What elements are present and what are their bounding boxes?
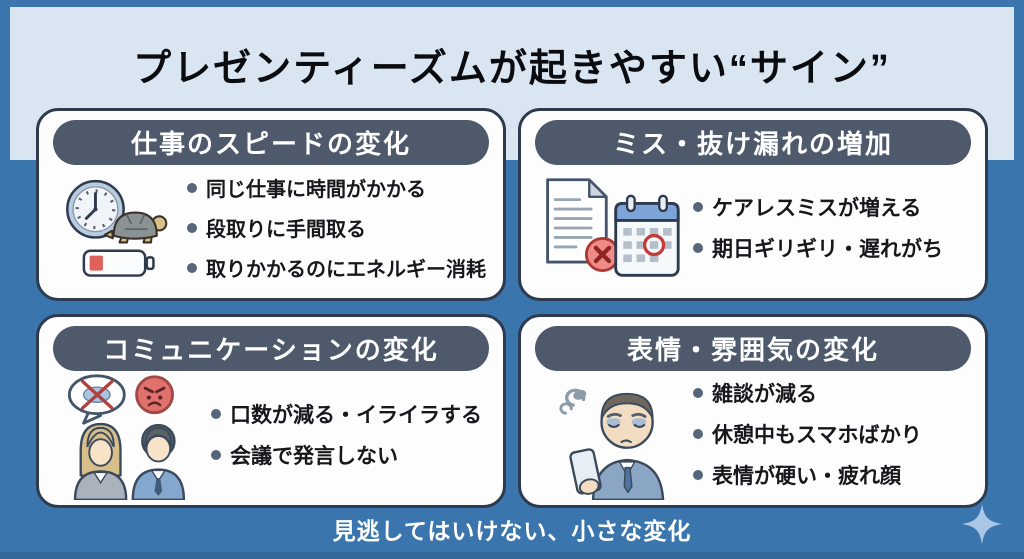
bullet-dot <box>693 388 703 398</box>
bullet-dot <box>693 429 703 439</box>
card-communication: コミュニケーションの変化 <box>36 314 506 508</box>
silent-people-icon <box>53 369 205 500</box>
bullet-list: 口数が減る・イライラする 会議で発言しない <box>205 399 482 470</box>
bullet-dot <box>693 470 703 480</box>
bullet-text: 雑談が減る <box>712 383 817 406</box>
bullet-text: 休憩中もスマホばかり <box>712 424 922 447</box>
bullet-text: 同じ仕事に時間がかかる <box>206 179 426 201</box>
bullet-item: 休憩中もスマホばかり <box>693 419 922 449</box>
bullet-text: 段取りに手間取る <box>206 219 366 241</box>
footer-caption: 見逃してはいけない、小さな変化 <box>332 518 692 544</box>
card-work-speed: 仕事のスピードの変化 <box>36 108 506 301</box>
bullet-text: 期日ギリギリ・遅れがち <box>712 238 943 261</box>
bullet-item: 会議で発言しない <box>211 440 482 470</box>
bullet-item: 同じ仕事に時間がかかる <box>187 173 486 202</box>
bullet-list: 雑談が減る 休憩中もスマホばかり 表情が硬い・疲れ顔 <box>687 378 922 490</box>
page-title: プレゼンティーズムが起きやすい“サイン” <box>133 48 891 90</box>
card-title-mistakes: ミス・抜け漏れの増加 <box>535 120 971 165</box>
bullet-text: 表情が硬い・疲れ顔 <box>712 465 901 488</box>
bullet-list: 同じ仕事に時間がかかる 段取りに手間取る 取りかかるのにエネルギー消耗 <box>181 173 486 282</box>
bullet-item: ケアレスミスが増える <box>693 192 943 222</box>
bullet-item: 表情が硬い・疲れ顔 <box>693 460 922 490</box>
bullet-dot <box>187 182 197 193</box>
sparkle-icon <box>960 502 1004 551</box>
bullet-item: 段取りに手間取る <box>187 213 486 242</box>
bullet-text: 会議で発言しない <box>230 444 398 468</box>
bullet-dot <box>693 243 703 253</box>
document-error-calendar-icon <box>535 175 687 281</box>
bullet-text: 取りかかるのにエネルギー消耗 <box>206 259 486 281</box>
bullet-dot <box>211 408 221 419</box>
bullet-item: 雑談が減る <box>693 378 922 408</box>
bullet-dot <box>211 449 221 460</box>
bullet-item: 取りかかるのにエネルギー消耗 <box>187 253 486 282</box>
card-title-work-speed: 仕事のスピードの変化 <box>53 120 489 165</box>
bullet-dot <box>693 202 703 212</box>
bottom-strip <box>0 552 1024 559</box>
bullet-item: 口数が減る・イライラする <box>211 399 482 429</box>
card-mood: 表情・雰囲気の変化 <box>518 314 988 508</box>
clock-turtle-battery-icon <box>53 176 181 279</box>
card-title-communication: コミュニケーションの変化 <box>53 326 489 371</box>
bullet-dot <box>187 262 197 273</box>
card-title-mood: 表情・雰囲気の変化 <box>535 326 971 371</box>
bullet-list: ケアレスミスが増える 期日ギリギリ・遅れがち <box>687 192 943 263</box>
bullet-text: 口数が減る・イライラする <box>230 403 482 427</box>
card-mistakes: ミス・抜け漏れの増加 ケアレスミスが増える <box>518 108 988 301</box>
tired-man-phone-icon <box>535 369 687 500</box>
bullet-item: 期日ギリギリ・遅れがち <box>693 233 943 263</box>
bullet-text: ケアレスミスが増える <box>712 197 922 220</box>
bullet-dot <box>187 222 197 233</box>
